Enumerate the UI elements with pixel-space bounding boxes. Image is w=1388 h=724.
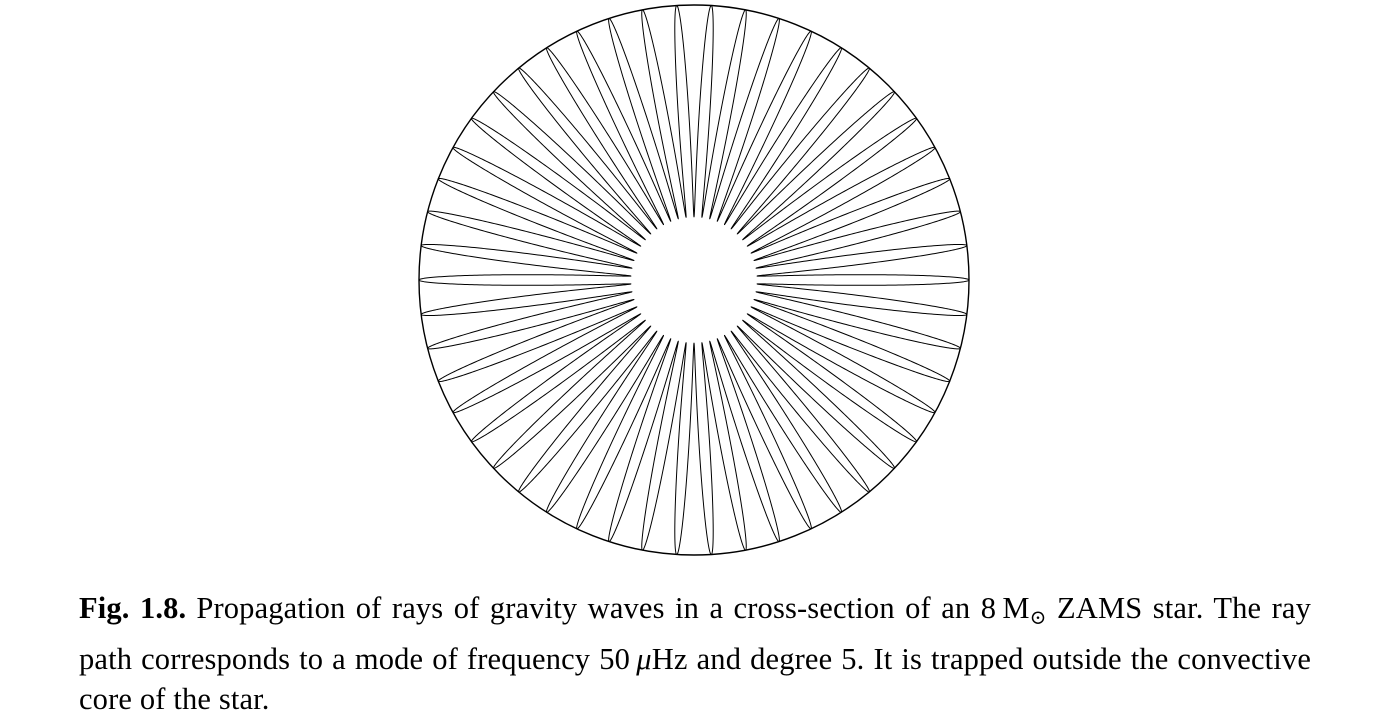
mu-symbol: μ [636,641,652,676]
caption-text-2: ZAMS star. The ray path corresponds to a… [79,591,1311,676]
sun-symbol: ⊙ [1029,607,1047,629]
figure-caption: Fig. 1.8. Propagation of rays of gravity … [79,588,1311,720]
caption-text-1: Propagation of rays of gravity waves in … [196,591,997,625]
mass-symbol: M [1002,591,1030,625]
solar-mass-unit: M⊙ [996,591,1046,629]
figure [418,4,970,556]
figure-label: Fig. 1.8. [79,591,187,625]
ray-path-diagram [418,4,970,556]
star-surface-circle [418,4,970,556]
ray-path [418,5,970,555]
caption-text-3: Hz and degree 5. It is trapped outside t… [79,641,1312,717]
